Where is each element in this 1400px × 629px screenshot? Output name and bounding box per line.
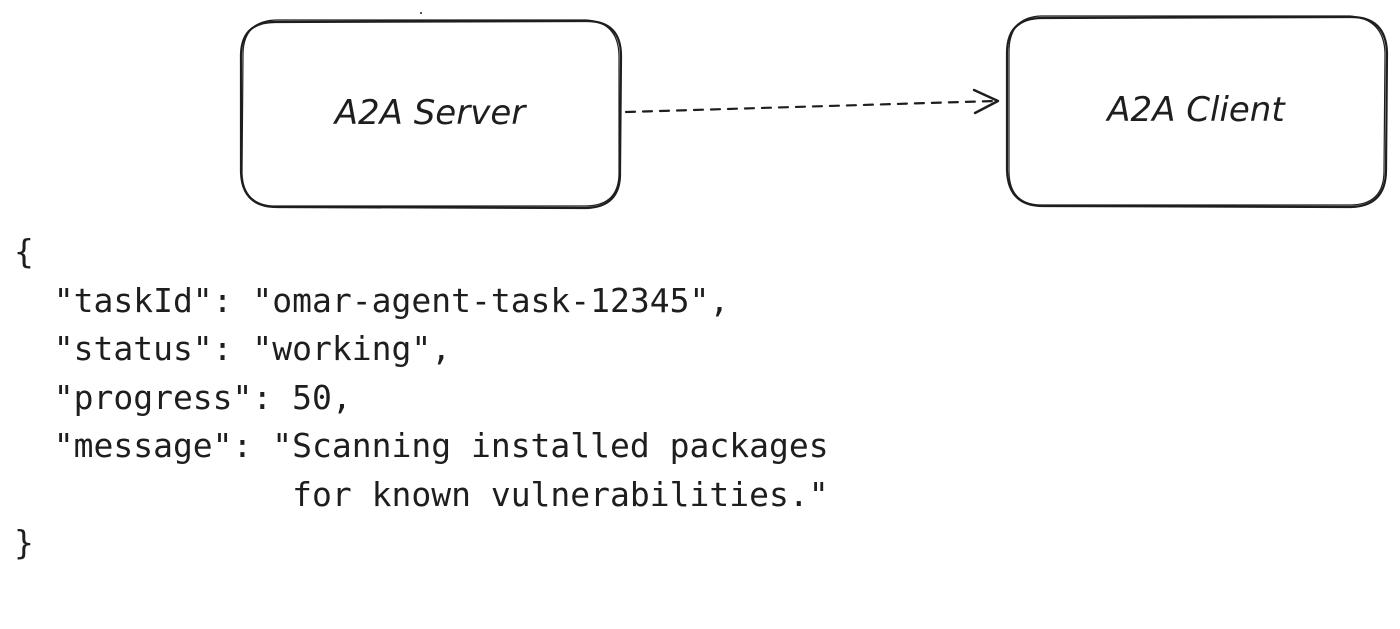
server-to-client-arrow <box>624 88 1000 115</box>
code-line: "status": "working", <box>14 329 452 368</box>
code-line: { <box>14 232 34 271</box>
json-payload: { "taskId": "omar-agent-task-12345", "st… <box>14 228 829 568</box>
stray-dot <box>420 12 422 14</box>
a2a-server-node: A2A Server <box>239 19 623 210</box>
code-line: } <box>14 523 34 562</box>
a2a-client-node: A2A Client <box>1005 15 1389 209</box>
code-line: "progress": 50, <box>14 377 352 417</box>
code-line: "taskId": "omar-agent-task-12345", <box>14 280 730 320</box>
code-line: for known vulnerabilities." <box>14 474 829 514</box>
code-line: "message": "Scanning installed packages <box>14 426 829 465</box>
a2a-client-label: A2A Client <box>1105 90 1286 130</box>
a2a-server-label: A2A Server <box>333 93 527 133</box>
